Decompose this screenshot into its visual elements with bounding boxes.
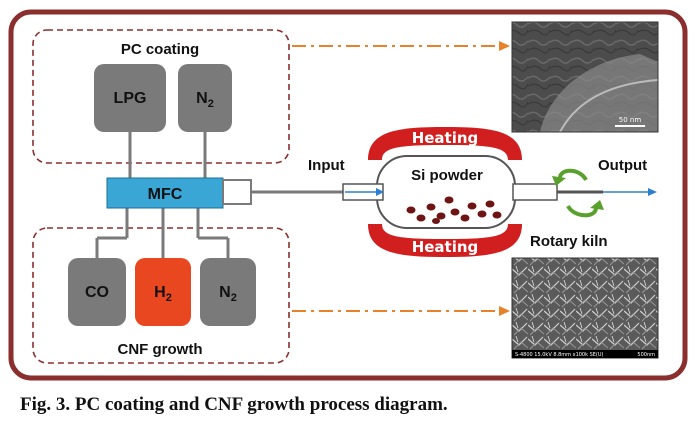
input-arrow-head <box>376 188 384 196</box>
bottom-heating-label: Heating <box>412 238 479 256</box>
rotation-arrows-icon <box>558 168 598 218</box>
rotary-kiln-label: Rotary kiln <box>530 233 608 250</box>
lpg-gas-label: LPG <box>114 90 147 107</box>
cnf-growth-micrograph: S-4800 15.0kV 8.8mm x100k SE(U) 500nm <box>511 257 659 359</box>
cnf-growth-group <box>32 227 290 364</box>
rotary-kiln: Heating Heating Si powder <box>342 127 558 257</box>
bottom-heater <box>368 224 522 257</box>
h2-gas-label: H2 <box>154 284 172 304</box>
cnf-micrograph-scale: 500nm <box>637 352 655 358</box>
si-powder-particles <box>406 196 502 224</box>
n2-pc-gas-label: N2 <box>196 90 214 110</box>
pc-micrograph-scale: 50 nm <box>619 116 642 124</box>
figure-caption: Fig. 3. PC coating and CNF growth proces… <box>20 394 448 415</box>
lpg-gas-box <box>94 64 166 132</box>
output-label: Output <box>598 157 647 174</box>
input-label: Input <box>308 157 345 174</box>
pc-coating-title: PC coating <box>121 41 199 58</box>
co-gas-box <box>68 258 126 326</box>
pc-coating-group <box>32 29 290 164</box>
top-heating-label: Heating <box>412 129 479 147</box>
pc-to-micrograph-arrowhead <box>499 41 510 51</box>
co-gas-label: CO <box>85 284 109 301</box>
outer-frame <box>8 9 688 381</box>
cnf-growth-title: CNF growth <box>118 341 203 358</box>
n2-cnf-gas-label: N2 <box>219 284 237 304</box>
mfc-label: MFC <box>148 186 183 203</box>
cnf-micrograph-footer: S-4800 15.0kV 8.8mm x100k SE(U) <box>515 352 604 358</box>
mfc-outlet-fitting <box>222 179 252 205</box>
n2-cnf-gas-box <box>200 258 256 326</box>
gas-lines <box>95 132 230 258</box>
outlet-tube <box>512 183 558 201</box>
h2-gas-box <box>135 258 191 326</box>
n2-pc-gas-box <box>178 64 232 132</box>
rotation-arrowhead-top-icon <box>552 176 566 186</box>
rotation-arrowhead-bottom-icon <box>590 200 604 210</box>
cnf-to-micrograph-arrowhead <box>499 306 510 316</box>
pc-coating-micrograph: 50 nm <box>511 21 659 133</box>
output-arrow-head <box>648 188 657 196</box>
top-heater <box>368 127 522 160</box>
si-powder-label: Si powder <box>411 167 483 184</box>
